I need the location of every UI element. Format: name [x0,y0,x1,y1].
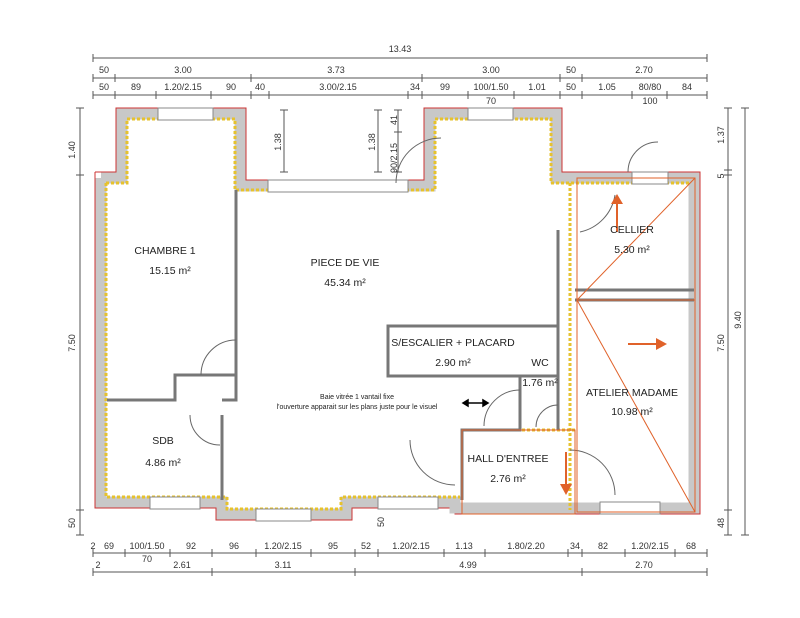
room-area: 10.98 m² [611,406,653,418]
dim-label: 1.38 [367,133,377,151]
room-area: 5.30 m² [614,244,650,256]
dim-label: 1.13 [455,541,473,551]
dim-label: 1.05 [598,82,616,92]
dim-label: 2 [90,541,95,551]
dim-label: 3.73 [327,65,345,75]
room-name: SDB [152,435,174,447]
dim-label: 2.70 [635,560,653,570]
dim-total: 13.43 [389,44,412,54]
room-name: CHAMBRE 1 [134,245,195,257]
dim-label: 1.80/2.20 [507,541,545,551]
note-line: Baie vitrée 1 vantail fixe [320,394,394,401]
dim-label: 34 [570,541,580,551]
exterior-walls [94,107,701,522]
dim-label: 100 [642,96,657,106]
dim-label: 41 [389,115,399,125]
dimension-labels: 50 3.00 3.73 3.00 50 2.70 50 89 1.20/2.1… [67,65,743,570]
dim-label: 40 [255,82,265,92]
dim-label: 3.00 [174,65,192,75]
room-name: ATELIER MADAME [586,387,678,399]
room-area: 4.86 m² [145,457,181,469]
dim-label: 34 [410,82,420,92]
dim-label: 99 [440,82,450,92]
dim-label: 2.61 [173,560,191,570]
room-area: 2.76 m² [490,473,526,485]
room-name: WC [531,357,549,369]
dim-label: 89 [131,82,141,92]
room-area: 45.34 m² [324,277,366,289]
dim-label: 50 [566,65,576,75]
dim-label: 95 [328,541,338,551]
dim-label: 1.20/2.15 [392,541,430,551]
dim-label: 96 [229,541,239,551]
dim-label: 50 [99,82,109,92]
dim-label: 70 [142,554,152,564]
room-area: 2.90 m² [435,357,471,369]
dim-label: 50 [67,518,77,528]
dimension-lines [79,57,746,573]
interior-walls [107,190,694,500]
dim-label: 1.40 [67,141,77,159]
dim-label: 50 [99,65,109,75]
dim-label: 90 [226,82,236,92]
dim-label: 2.70 [635,65,653,75]
dim-label: 5 [716,173,726,178]
dimension-ticks [76,54,749,576]
dim-label: 1.38 [273,133,283,151]
annex-outline [461,177,696,515]
dim-label: 1.20/2.15 [264,541,302,551]
dim-label: 90/2.15 [389,143,399,173]
dim-label: 48 [716,518,726,528]
dim-label: 69 [104,541,114,551]
note-line: l'ouverture apparait sur les plans juste… [277,404,438,411]
dim-label: 9.40 [733,311,743,329]
dim-label: 3.00/2.15 [319,82,357,92]
room-name: S/ESCALIER + PLACARD [391,337,515,349]
double-arrow-icon [461,398,490,408]
dim-label: 80/80 [639,82,662,92]
dim-label: 82 [598,541,608,551]
dim-label: 1.20/2.15 [631,541,669,551]
dim-label: 3.00 [482,65,500,75]
dim-label: 1.37 [716,126,726,144]
dim-label: 7.50 [716,334,726,352]
dim-label: 2 [95,560,100,570]
dim-label: 50 [566,82,576,92]
dim-label: 84 [682,82,692,92]
room-name: PIECE DE VIE [311,257,380,269]
room-name: HALL D'ENTREE [468,453,549,465]
room-area: 15.15 m² [149,265,191,277]
dim-label: 70 [486,96,496,106]
dim-label: 100/1.50 [129,541,164,551]
dim-label: 1.01 [528,82,546,92]
dim-label: 52 [361,541,371,551]
room-area: 1.76 m² [522,377,558,389]
dim-label: 7.50 [67,334,77,352]
dim-label: 1.20/2.15 [164,82,202,92]
dim-label: 68 [686,541,696,551]
room-name: CELLIER [610,224,654,236]
direction-arrows [560,194,667,495]
dim-label: 50 [376,517,386,527]
dim-label: 4.99 [459,560,477,570]
dim-label: 3.11 [275,560,292,570]
door-swings [189,137,659,496]
dim-label: 100/1.50 [473,82,508,92]
dim-label: 92 [186,541,196,551]
